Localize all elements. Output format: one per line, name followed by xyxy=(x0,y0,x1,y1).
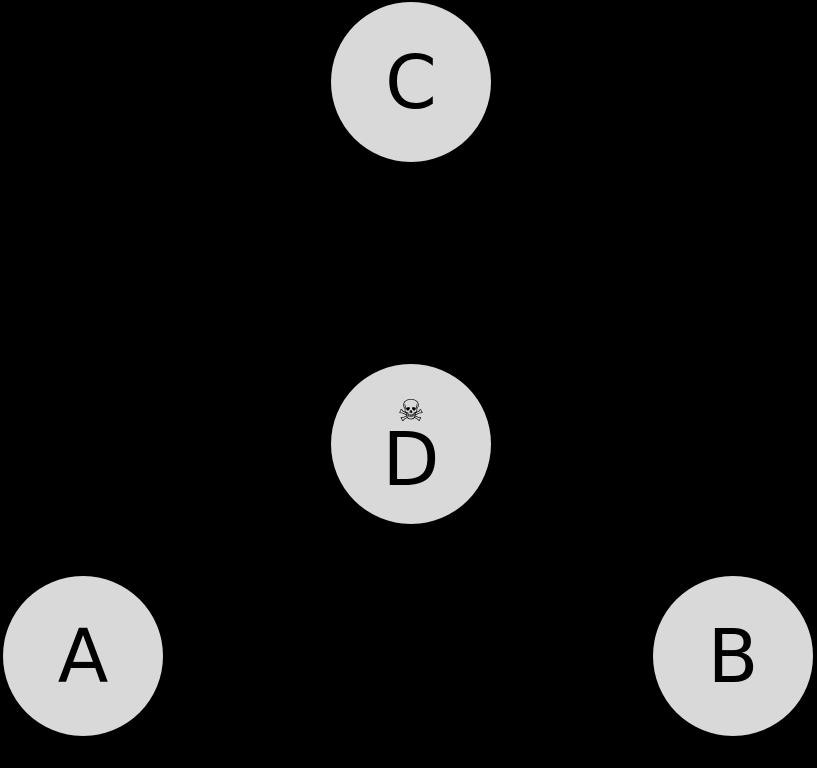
graph-node-a[interactable]: A xyxy=(3,576,163,736)
graph-node-c[interactable]: C xyxy=(331,2,491,162)
node-a-label: A xyxy=(57,613,109,700)
node-c-label: C xyxy=(385,39,437,126)
node-d-content: ☠ D xyxy=(382,393,440,503)
graph-node-b[interactable]: B xyxy=(653,576,813,736)
skull-and-crossbones-icon: ☠ xyxy=(397,393,425,429)
graph-node-d[interactable]: ☠ D xyxy=(331,364,491,524)
node-d-label: D xyxy=(382,416,440,503)
node-b-label: B xyxy=(707,613,759,700)
